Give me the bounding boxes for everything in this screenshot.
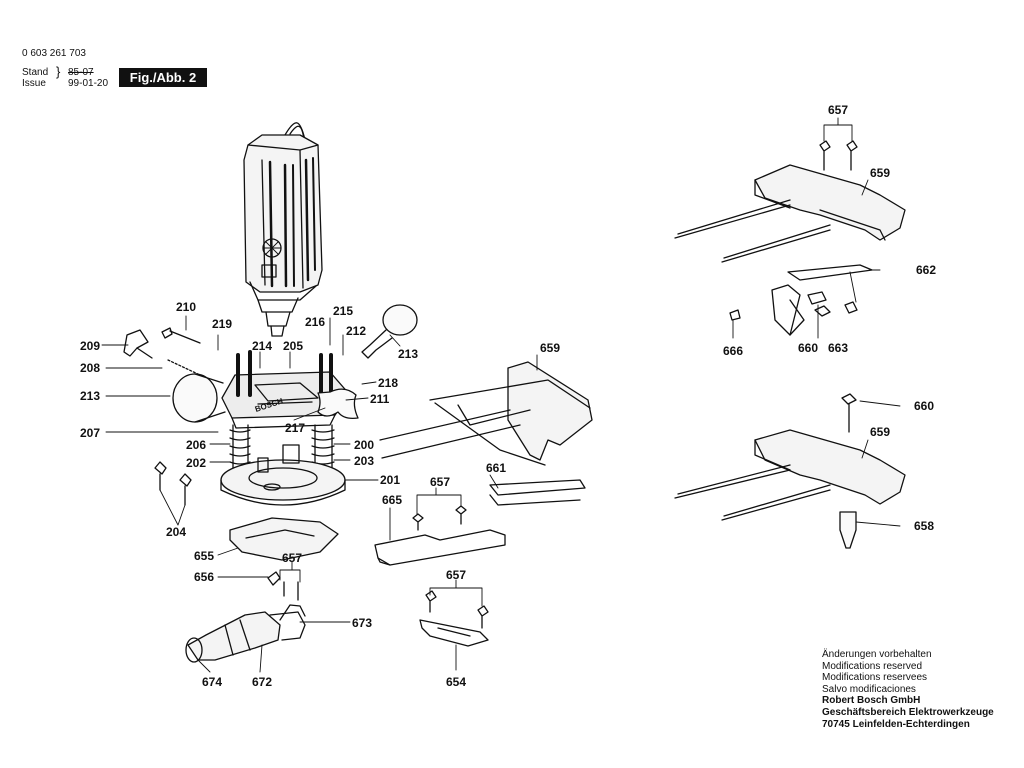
guide-assembly-bottom-right-drawing xyxy=(674,393,906,549)
callout-number-group: 657 659 662 666 660 663 660 659 658 210 … xyxy=(80,103,936,689)
parallel-guide-center-drawing xyxy=(374,361,593,647)
stand-value: 85-07 xyxy=(68,67,94,78)
callout-number: 674 xyxy=(202,675,222,689)
callout-number: 658 xyxy=(914,519,934,533)
issue-label: Issue xyxy=(22,78,46,89)
router-base-drawing xyxy=(123,304,418,663)
part-number: 0 603 261 703 xyxy=(22,48,86,59)
callout-number: 661 xyxy=(486,461,506,475)
callout-number: 654 xyxy=(446,675,466,689)
callout-number: 213 xyxy=(398,347,418,361)
callout-number: 212 xyxy=(346,324,366,338)
issue-value: 99-01-20 xyxy=(68,78,109,89)
callout-number: 200 xyxy=(354,438,374,452)
callout-number: 655 xyxy=(194,549,214,563)
callout-number: 210 xyxy=(176,300,196,314)
callout-number: 206 xyxy=(186,438,206,452)
callout-number: 659 xyxy=(540,341,560,355)
callout-number: 656 xyxy=(194,570,214,584)
callout-number: 219 xyxy=(212,317,232,331)
callout-number: 662 xyxy=(916,263,936,277)
callout-number: 217 xyxy=(285,421,305,435)
callout-number: 214 xyxy=(252,339,272,353)
footer-division: Geschäftsbereich Elektrowerkzeuge xyxy=(822,706,994,718)
footer-line: Modifications reservees xyxy=(822,672,928,684)
callout-number: 659 xyxy=(870,425,890,439)
callout-number: 657 xyxy=(446,568,466,582)
callout-number: 207 xyxy=(80,426,100,440)
callout-number: 672 xyxy=(252,675,272,689)
footer-notice: Änderungen vorbehalten Modifications res… xyxy=(822,649,994,730)
callout-number: 663 xyxy=(828,341,848,355)
footer-line: Salvo modificaciones xyxy=(822,683,916,695)
callout-number: 205 xyxy=(283,339,303,353)
callout-number: 215 xyxy=(333,304,353,318)
callout-number: 209 xyxy=(80,339,100,353)
callout-number: 202 xyxy=(186,456,206,470)
guide-assembly-top-right-drawing xyxy=(674,140,906,336)
footer-line: Modifications reserved xyxy=(822,660,923,672)
footer-company: Robert Bosch GmbH xyxy=(822,695,921,707)
callout-number: 203 xyxy=(354,454,374,468)
stand-label: Stand xyxy=(22,67,49,78)
callout-number: 211 xyxy=(370,392,390,406)
callout-number: 666 xyxy=(723,344,743,358)
callout-number: 673 xyxy=(352,616,372,630)
footer-address: 70745 Leinfelden-Echterdingen xyxy=(822,718,970,730)
callout-number: 657 xyxy=(282,551,302,565)
callout-number: 657 xyxy=(430,475,450,489)
figure-label: Fig./Abb. 2 xyxy=(119,68,207,87)
callout-number: 213 xyxy=(80,389,100,403)
callout-number: 218 xyxy=(378,376,398,390)
callout-number: 665 xyxy=(382,493,402,507)
callout-number: 659 xyxy=(870,166,890,180)
callout-number: 660 xyxy=(798,341,818,355)
footer-line: Änderungen vorbehalten xyxy=(822,649,932,660)
brace-glyph: } xyxy=(56,64,61,79)
callout-number: 657 xyxy=(828,103,848,117)
callout-number: 216 xyxy=(305,315,325,329)
callout-number: 201 xyxy=(380,473,400,487)
leader-lines xyxy=(101,117,901,673)
router-motor-drawing xyxy=(243,122,323,337)
callout-number: 204 xyxy=(166,525,186,539)
callout-number: 208 xyxy=(80,361,100,375)
callout-number: 660 xyxy=(914,399,934,413)
